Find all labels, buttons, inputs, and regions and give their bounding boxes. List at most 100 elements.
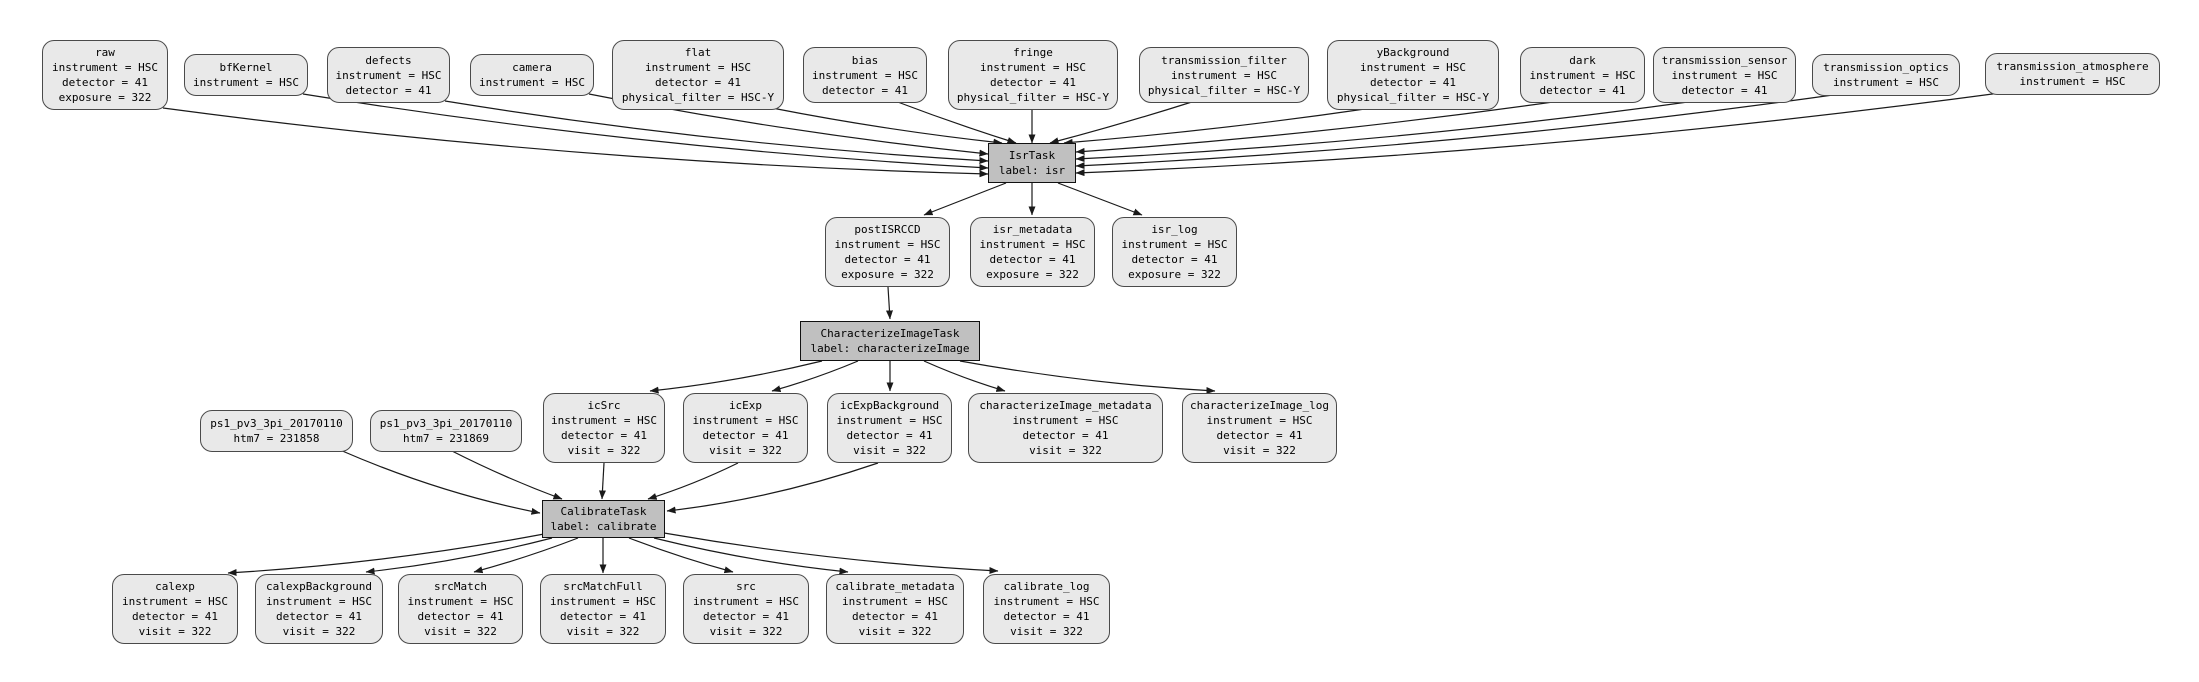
node-title: CharacterizeImageTask [820,327,960,340]
dataset-node-characterizeImage_metadata: characterizeImage_metadata instrument = H… [968,393,1163,463]
node-attr: instrument = HSC [266,595,372,608]
node-attr: exposure = 322 [58,91,152,104]
node-title: srcMatch [434,580,487,593]
node-attr: visit = 322 [1223,444,1296,457]
edge-yBackground-to-IsrTask [1063,107,1373,146]
node-attr: instrument = HSC [1171,68,1277,82]
node-attr: detector = 41 [417,610,504,623]
node-title: calexpBackground [266,580,372,593]
node-attr: physical_filter = HSC-Y [1147,83,1301,97]
node-title: transmission_sensor [1661,53,1788,67]
node-attr: instrument = HSC [52,61,158,74]
node-attr: visit = 322 [1010,625,1083,638]
node-attr: instrument = HSC [1012,414,1119,427]
node-attr: instrument = HSC [550,595,656,608]
node-title: icExpBackground [839,399,940,412]
node-attr: visit = 322 [853,444,926,457]
edge-icExp-to-CalibrateTask [647,462,739,500]
dataset-node-icExpBackground: icExpBackground instrument = HSC detector … [827,393,952,463]
node-title: icSrc [587,399,621,412]
edge-CalibrateTask-to-src [628,537,734,574]
node-attr: detector = 41 [851,610,939,623]
node-title: camera [512,61,552,74]
dataset-node-characterizeImage_log: characterizeImage_log instrument = HSC det… [1182,393,1337,463]
node-attr: instrument = HSC [980,61,1086,74]
node-attr: instrument = HSC [122,595,228,608]
node-attr: detector = 41 [846,429,933,442]
node-title: CalibrateTask [560,505,647,518]
node-title: characterizeImage_log [1189,399,1330,412]
node-attr: detector = 41 [560,429,648,442]
node-attr: physical_filter = HSC-Y [1336,91,1490,104]
node-attr: detector = 41 [1131,253,1218,266]
node-attr: visit = 322 [709,444,782,457]
node-attr: instrument = HSC [1206,414,1313,427]
node-title: bias [851,53,879,67]
node-attr: visit = 322 [138,625,212,638]
node-attr: label: calibrate [550,520,657,533]
node-title: characterizeImage_metadata [979,399,1152,412]
node-attr: detector = 41 [702,429,789,442]
node-attr: visit = 322 [282,625,356,638]
edge-CalibrateTask-to-calibrate_log [663,532,999,575]
dataset-node-camera: camera instrument = HSC [470,54,594,96]
node-title: transmission_atmosphere [1996,60,2149,73]
edge-bias-to-IsrTask [894,100,1017,144]
node-attr: instrument = HSC [407,595,514,608]
node-attr: exposure = 322 [986,268,1079,281]
node-attr: instrument = HSC [836,414,943,427]
edge-icExpBackground-to-CalibrateTask [666,462,879,514]
node-title: flat [684,46,712,59]
edge-CharacterizeImageTask-to-icExp [771,360,859,393]
node-attr: exposure = 322 [1128,268,1221,281]
node-title: ps1_pv3_3pi_20170110 [379,417,513,430]
node-attr: instrument = HSC [842,595,948,608]
node-attr: instrument = HSC [479,76,585,89]
node-attr: detector = 41 [821,83,909,97]
node-attr: instrument = HSC [812,68,918,82]
dataset-node-calexpBackground: calexpBackground instrument = HSC detector… [255,574,383,644]
node-attr: detector = 41 [275,610,363,623]
node-attr: instrument = HSC [335,68,442,82]
node-attr: visit = 322 [567,444,641,457]
node-attr: visit = 322 [709,625,783,638]
node-attr: visit = 322 [566,625,640,638]
node-attr: detector = 41 [989,76,1077,89]
node-title: IsrTask [1008,149,1056,162]
node-attr: detector = 41 [1216,429,1303,442]
task-node-CalibrateTask: CalibrateTask label: calibrate [542,500,665,538]
node-attr: label: characterizeImage [810,342,970,355]
node-title: bfKernel [219,61,273,74]
node-title: isr_metadata [992,223,1073,236]
node-attr: htm7 = 231858 [233,432,320,445]
node-title: dark [1569,53,1596,67]
edge-IsrTask-to-postISRCCD [923,182,1007,216]
node-attr: detector = 41 [559,610,647,623]
node-attr: instrument = HSC [1529,68,1636,82]
edge-transmission_sensor-to-IsrTask [1075,100,1696,163]
node-attr: detector = 41 [844,253,931,266]
edge-raw-to-IsrTask [162,107,989,178]
node-attr: label: isr [998,164,1066,177]
node-title: src [736,580,756,593]
node-title: calexp [155,580,195,593]
edge-CalibrateTask-to-calexpBackground [365,537,553,575]
